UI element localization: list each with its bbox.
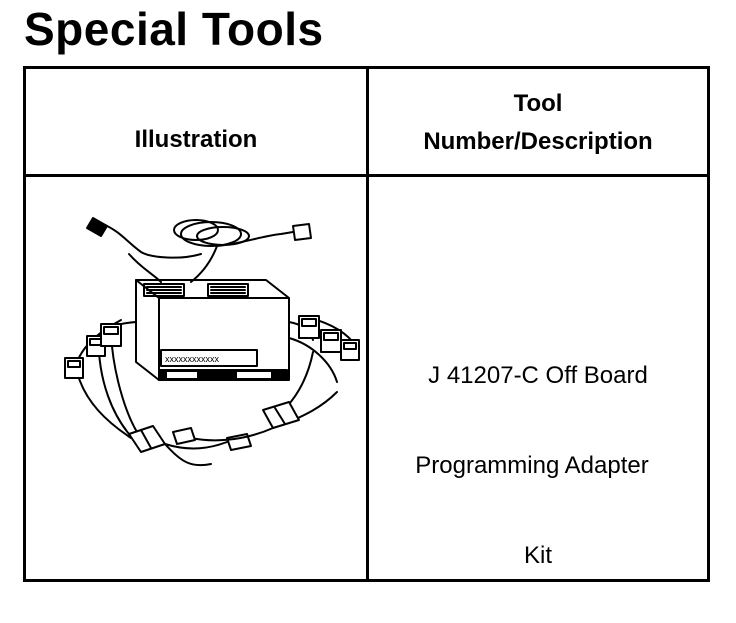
table-left-border (23, 66, 26, 582)
table-right-border (707, 66, 710, 582)
header-tool-label: Tool (513, 90, 563, 117)
description-line: J 41207-C Off Board (428, 362, 648, 389)
special-tools-table: Illustration Tool Number/Description (23, 66, 710, 582)
table-header-divider (23, 174, 710, 177)
off-board-programming-adapter-kit-icon: xxxxxxxxxxxx (64, 217, 360, 467)
left-connector-harness-icon (64, 319, 252, 453)
header-tool-description: Tool Number/Description (369, 83, 707, 163)
header-number-description-label: Number/Description (423, 128, 653, 155)
adapter-box-icon: xxxxxxxxxxxx (135, 279, 290, 381)
table-bottom-border (23, 579, 710, 582)
description-line: Kit (523, 542, 552, 569)
header-illustration-label: Illustration (134, 126, 258, 153)
header-illustration: Illustration (26, 106, 366, 174)
table-column-divider (366, 66, 369, 582)
coiled-cable-icon (86, 217, 312, 283)
page-title: Special Tools (24, 3, 324, 55)
svg-text:xxxxxxxxxxxx: xxxxxxxxxxxx (165, 354, 220, 364)
tool-description: J 41207-C Off Board Programming Adapter … (369, 308, 707, 623)
description-line: Programming Adapter (415, 452, 649, 479)
right-connector-harness-icon (172, 315, 360, 445)
